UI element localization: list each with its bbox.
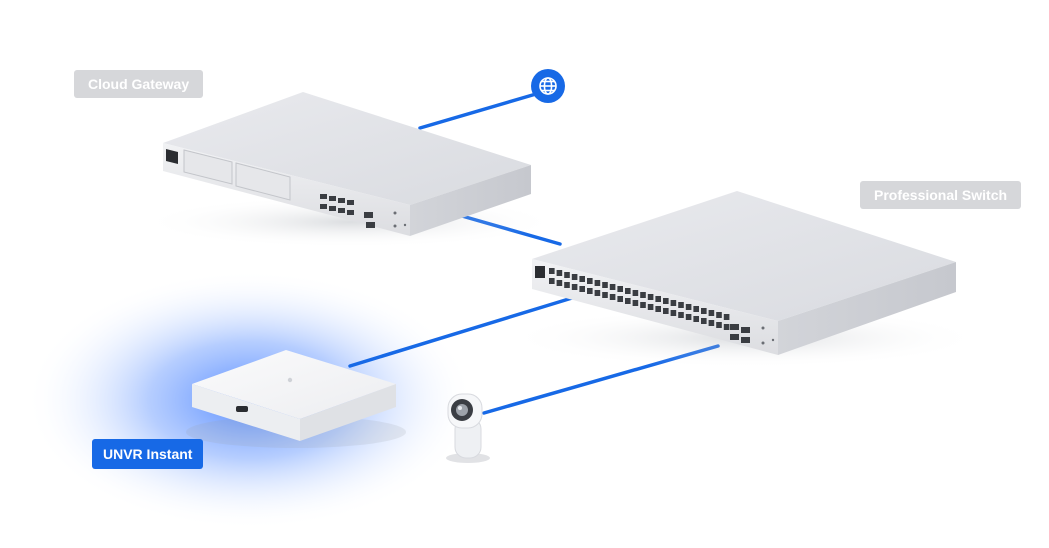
switch-port [571,284,578,290]
switch-port [632,290,639,296]
switch-port [579,276,585,282]
switch-port [663,308,669,314]
link-gateway-internet [418,92,538,130]
switch-port [625,288,631,294]
switch-port [655,306,661,312]
switch-port [632,300,639,306]
switch-port [587,278,593,284]
switch-port [701,308,707,314]
professional-switch-device[interactable] [505,191,985,368]
switch-port [678,312,684,318]
switch-port [716,312,722,318]
professional-switch-label: Professional Switch [860,181,1022,209]
switch-port [693,316,699,322]
switch-port [609,294,616,300]
switch-port [594,280,601,286]
switch-port [670,300,677,306]
switch-port [663,298,669,304]
switch-port [685,314,692,320]
cloud-gateway-label: Cloud Gateway [74,70,204,98]
switch-port [587,288,593,294]
switch-port [549,278,555,284]
switch-port [609,284,616,290]
switch-port [640,292,646,298]
switch-port-grid [549,268,730,330]
switch-port [723,314,730,320]
switch-port [723,324,730,330]
switch-port [556,280,563,286]
switch-port [708,320,715,326]
switch-port [556,270,563,276]
switch-port [564,282,570,288]
globe-icon[interactable] [531,69,565,103]
switch-port [693,306,699,312]
switch-port [655,296,661,302]
unvr-instant-device[interactable] [186,350,406,448]
switch-port [716,322,722,328]
switch-port [685,304,692,310]
switch-port [708,310,715,316]
unvr-instant-label[interactable]: UNVR Instant [92,439,204,469]
link-switch-unvr [348,296,574,368]
switch-port [564,272,570,278]
camera-device[interactable] [446,393,490,463]
switch-port [617,286,623,292]
switch-port [579,286,585,292]
switch-port [647,294,654,300]
switch-port [701,318,707,324]
switch-port [594,290,601,296]
switch-port [678,302,684,308]
switch-port [549,268,555,274]
switch-port [640,302,646,308]
switch-port [602,282,608,288]
switch-port [571,274,578,280]
switch-port [625,298,631,304]
cloud-gateway-device[interactable] [140,92,560,248]
switch-port [617,296,623,302]
switch-port [670,310,677,316]
switch-port [647,304,654,310]
switch-port [602,292,608,298]
